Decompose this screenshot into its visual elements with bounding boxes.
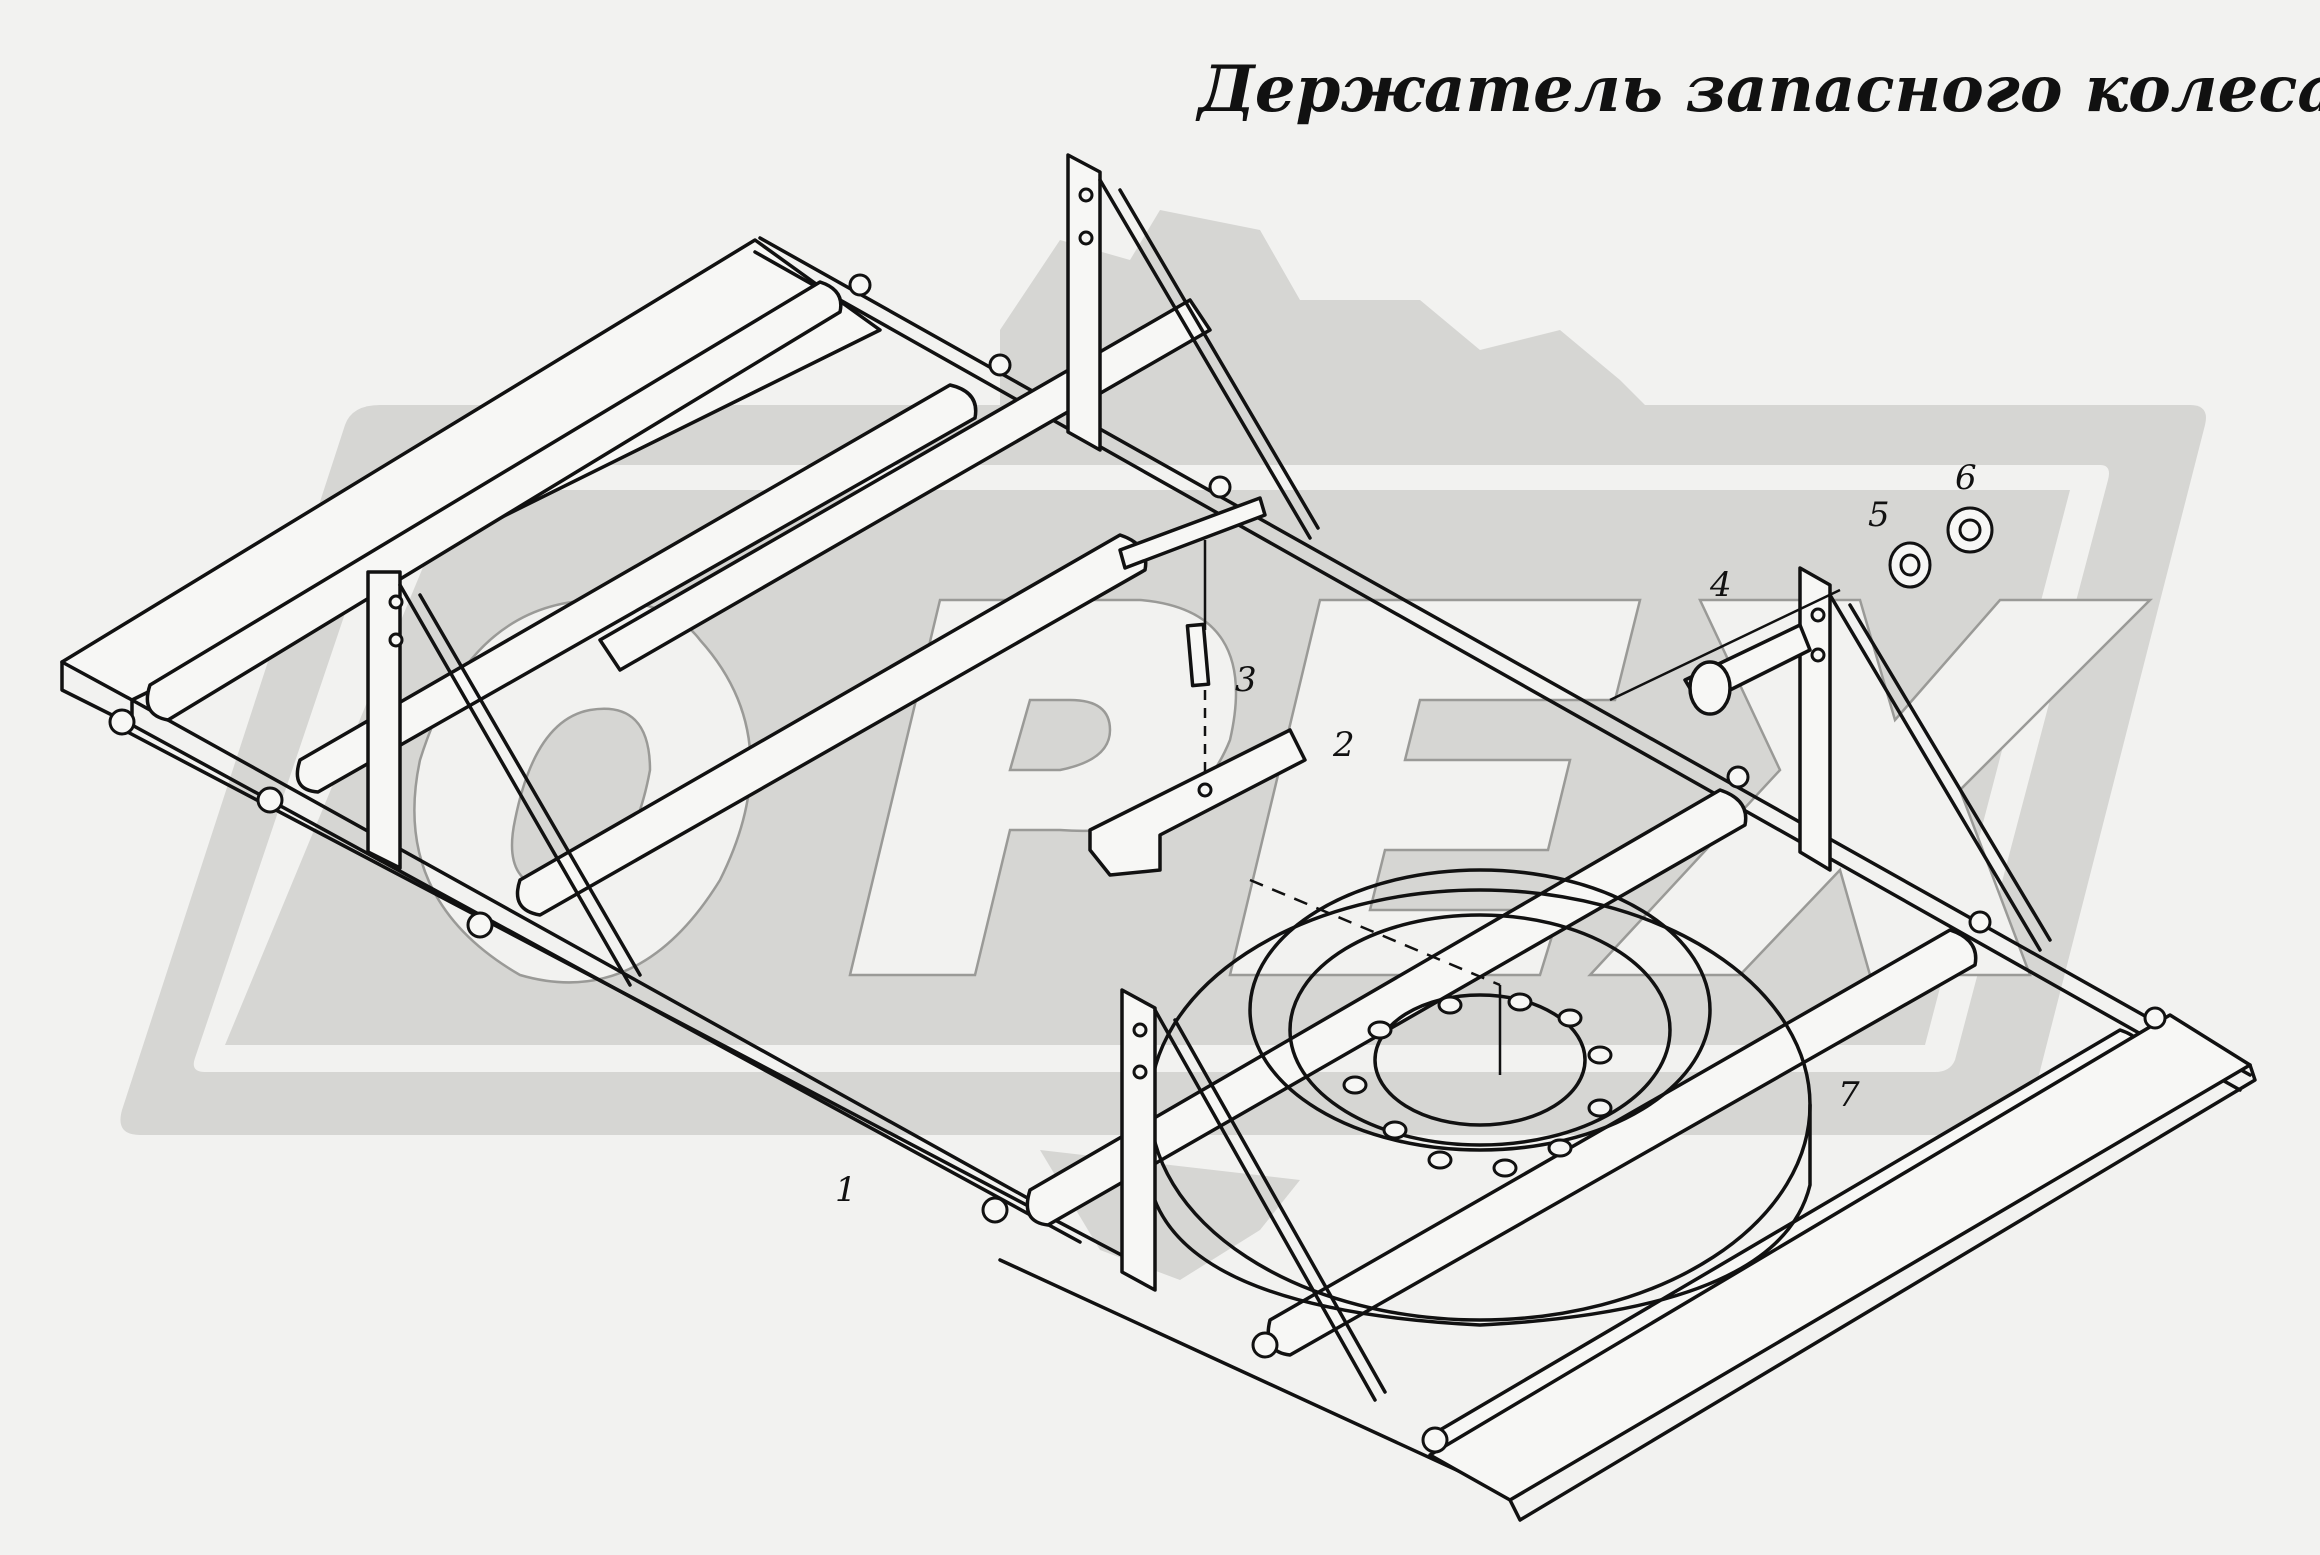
diagram-title: Держатель запасного колеса (1198, 52, 2320, 127)
callout-6: 6 (1955, 458, 1977, 498)
watermark-text: OPEX (1000, 1138, 1006, 1140)
upright-brackets (366, 153, 2052, 1402)
rail-bolts (108, 273, 2167, 1454)
callout-3: 3 (1235, 660, 1257, 700)
callout-2: 2 (1333, 725, 1355, 765)
frame-rails (118, 236, 2252, 1492)
callout-4: 4 (1710, 565, 1732, 605)
wheel-bolt-holes (1342, 992, 1613, 1178)
left-floor-panel (60, 238, 1082, 1244)
callout-1: 1 (835, 1170, 857, 1210)
callout-5: 5 (1868, 495, 1890, 535)
callout-7: 7 (1838, 1075, 1860, 1115)
clamp-parts (1088, 496, 1994, 877)
right-floor-panel (1428, 1013, 2257, 1522)
